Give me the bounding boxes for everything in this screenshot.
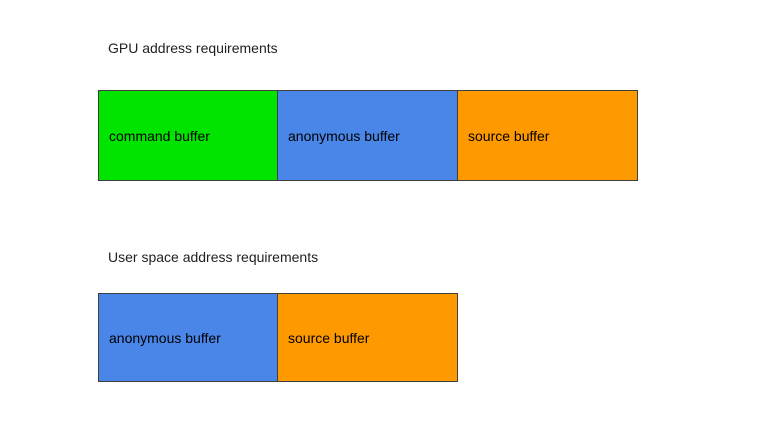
- source-buffer-label-user: source buffer: [288, 329, 370, 346]
- anonymous-buffer-box-gpu: anonymous buffer: [278, 90, 458, 181]
- user-space-buffer-row: anonymous buffer source buffer: [98, 293, 458, 382]
- source-buffer-box-user: source buffer: [278, 293, 458, 382]
- command-buffer-box: command buffer: [98, 90, 278, 181]
- anonymous-buffer-box-user: anonymous buffer: [98, 293, 278, 382]
- source-buffer-label-gpu: source buffer: [468, 127, 550, 144]
- section-title-user-space-address: User space address requirements: [108, 249, 319, 265]
- command-buffer-label: command buffer: [109, 127, 210, 144]
- anonymous-buffer-label-gpu: anonymous buffer: [288, 127, 400, 144]
- section-title-gpu-address: GPU address requirements: [108, 40, 278, 56]
- gpu-buffer-row: command buffer anonymous buffer source b…: [98, 90, 638, 181]
- source-buffer-box-gpu: source buffer: [458, 90, 638, 181]
- anonymous-buffer-label-user: anonymous buffer: [109, 329, 221, 346]
